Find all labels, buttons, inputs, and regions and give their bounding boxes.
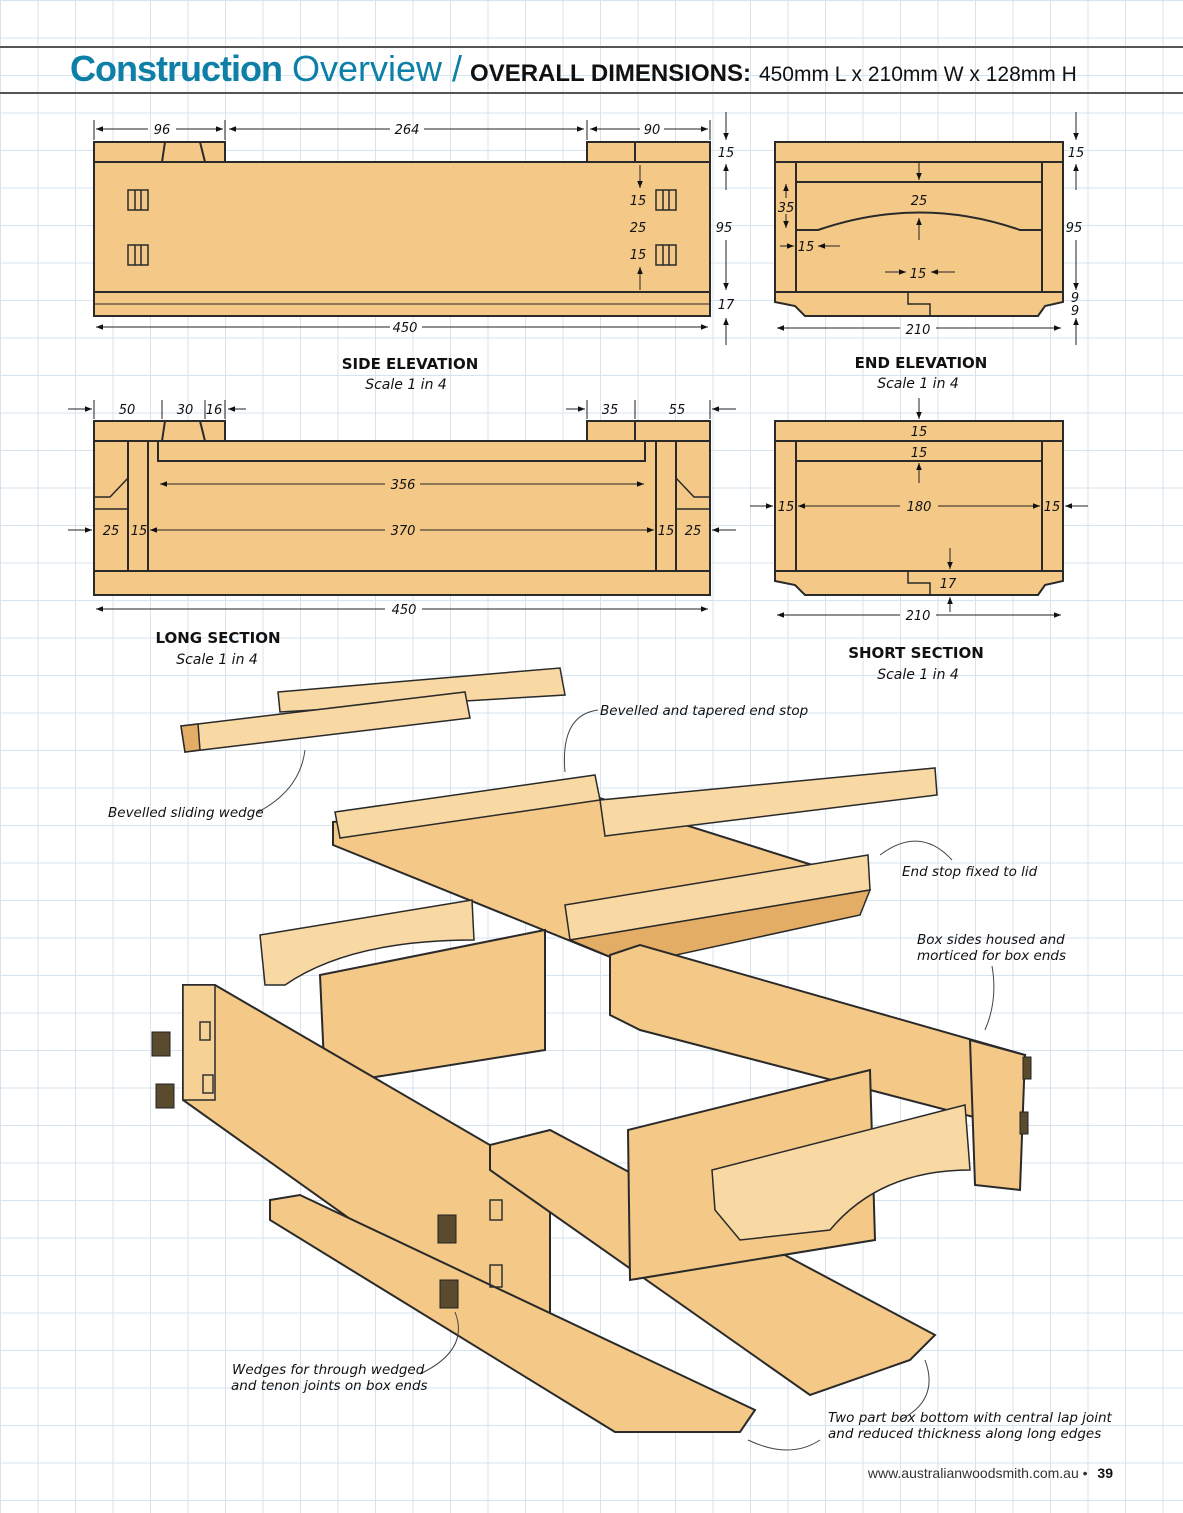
dim: 180	[907, 500, 932, 515]
caption: LONG SECTION	[155, 629, 280, 647]
callout-wedges-1: Wedges for through wedged	[232, 1362, 425, 1378]
page-number: 39	[1097, 1465, 1113, 1481]
dim: 15	[778, 500, 795, 515]
dim: 9	[1071, 304, 1079, 319]
callout-sliding-wedge: Bevelled sliding wedge	[108, 805, 264, 821]
scale: Scale 1 in 4	[877, 376, 959, 392]
title-light: Overview /	[291, 48, 463, 89]
dim: 356	[391, 478, 416, 493]
dim: 370	[391, 524, 416, 539]
dim: 9	[1071, 291, 1079, 306]
dim: 15	[718, 146, 735, 161]
dim: 95	[716, 221, 733, 236]
scale: Scale 1 in 4	[365, 377, 447, 393]
page-footer: www.australianwoodsmith.com.au • 39	[868, 1465, 1113, 1481]
dimensions-label: OVERALL DIMENSIONS:	[470, 60, 751, 87]
dim: 55	[669, 403, 686, 418]
dim: 210	[906, 609, 931, 624]
dim: 15	[131, 524, 148, 539]
dim: 25	[630, 221, 647, 236]
dim: 17	[718, 298, 735, 313]
dim: 15	[630, 248, 647, 263]
website-link[interactable]: www.australianwoodsmith.com.au	[867, 1465, 1079, 1481]
scale: Scale 1 in 4	[877, 667, 959, 683]
callout-end-stop: Bevelled and tapered end stop	[600, 703, 808, 719]
page-title: Construction Overview / OVERALL DIMENSIO…	[70, 48, 1077, 92]
exploded-view-illustration	[151, 667, 1032, 1433]
header-rule-top	[0, 46, 1183, 48]
dim: 15	[658, 524, 675, 539]
dim: 25	[685, 524, 702, 539]
dim: 25	[103, 524, 120, 539]
callouts: Bevelled and tapered end stop Bevelled s…	[108, 703, 1113, 1451]
bullet: •	[1082, 1465, 1088, 1481]
scale: Scale 1 in 4	[176, 652, 258, 668]
dim: 17	[940, 577, 957, 592]
dim: 15	[911, 425, 928, 440]
dim: 210	[906, 323, 931, 338]
dim: 264	[395, 123, 420, 138]
dim: 25	[911, 194, 928, 209]
side-elevation: 96 264 90 15 95 17 450 15 25 15 SIDE ELE…	[93, 112, 735, 393]
dim: 35	[602, 403, 619, 418]
dim: 450	[392, 603, 417, 618]
dim: 50	[119, 403, 136, 418]
callout-box-sides-2: morticed for box ends	[917, 948, 1066, 964]
dim: 95	[1066, 221, 1083, 236]
dim: 15	[911, 446, 928, 461]
callout-wedges-2: and tenon joints on box ends	[231, 1378, 428, 1394]
caption: SIDE ELEVATION	[342, 355, 479, 373]
dim: 15	[798, 240, 815, 255]
dim: 15	[1068, 146, 1085, 161]
dim: 450	[393, 321, 418, 336]
dim: 15	[1044, 500, 1061, 515]
callout-end-stop-lid: End stop fixed to lid	[902, 864, 1038, 880]
dim: 16	[206, 403, 223, 418]
dim: 96	[154, 123, 171, 138]
callout-bottom-2: and reduced thickness along long edges	[828, 1426, 1101, 1442]
dim: 30	[177, 403, 194, 418]
dim: 90	[644, 123, 661, 138]
dim: 15	[910, 267, 927, 282]
dimensions-value: 450mm L x 210mm W x 128mm H	[758, 63, 1077, 86]
title-bold: Construction	[70, 48, 283, 89]
caption: END ELEVATION	[855, 354, 988, 372]
header-rule-bottom	[0, 92, 1183, 94]
callout-box-sides-1: Box sides housed and	[917, 932, 1065, 948]
long-section: 50 30 16 35 55 356 370 25 15 15 25 450 L…	[68, 400, 736, 668]
end-elevation: 15 95 9 9 210 35 25 15 15 END ELEVATION …	[774, 112, 1085, 392]
short-section: 15 15 180 15 15 17 210 SHORT SECTION Sca…	[750, 398, 1088, 683]
caption: SHORT SECTION	[848, 644, 984, 662]
dim: 35	[778, 201, 795, 216]
dim: 15	[630, 194, 647, 209]
callout-bottom-1: Two part box bottom with central lap joi…	[828, 1410, 1113, 1426]
